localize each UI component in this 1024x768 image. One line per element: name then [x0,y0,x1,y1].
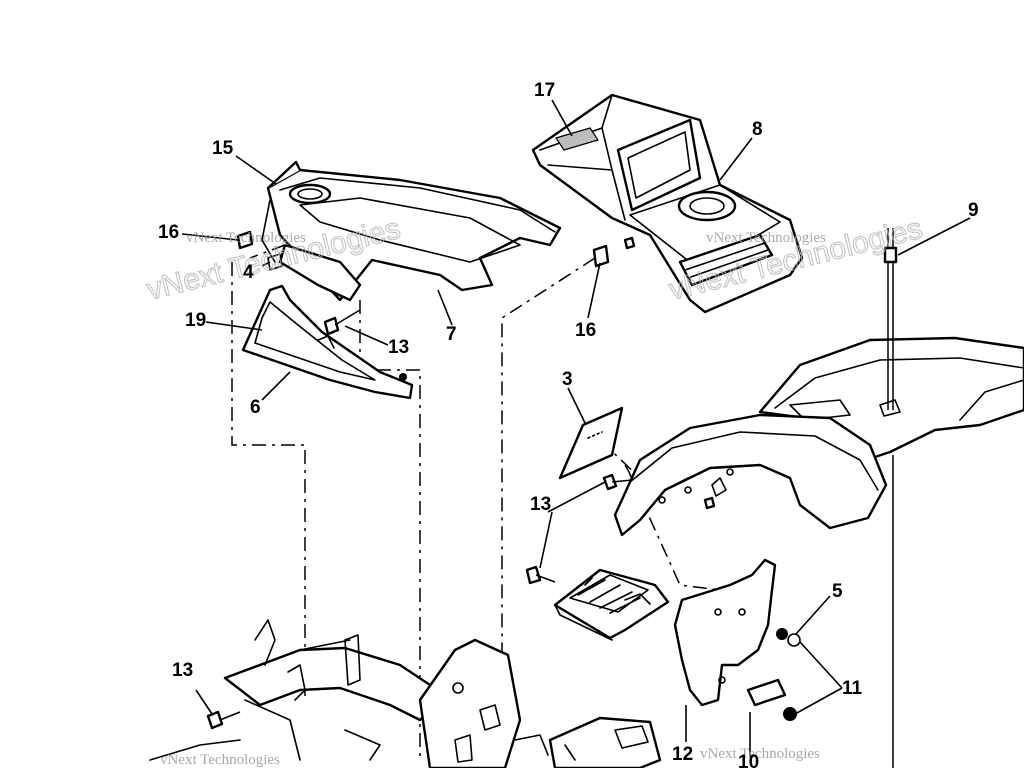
callout-15: 15 [212,138,234,159]
leader-lines [181,99,971,742]
tray-bracket [553,568,670,641]
callout-11: 11 [842,678,863,699]
callout-4: 4 [243,262,254,283]
fasteners [206,230,716,730]
rear-fender-assembly [613,336,1024,537]
trim-panel-part-6 [241,284,414,400]
chassis-frame [149,619,662,768]
callout-3: 3 [562,369,573,390]
callout-10: 10 [738,752,759,768]
dash-panel-part-7 [261,160,562,302]
callout-8: 8 [752,119,763,140]
callout-16-right: 16 [575,320,596,341]
mud-flap-part-12 [673,558,777,707]
nuts-and-washers [776,628,801,721]
watermark-small-4: vNext Technologies [160,752,280,768]
callout-labels: 17 8 15 16 4 7 16 9 19 13 6 3 13 5 11 13… [158,80,979,768]
steering-console-part-8 [531,93,804,314]
callout-16-left: 16 [158,222,179,243]
watermark-small-2: vNext Technologies [706,230,826,246]
callout-13-bottom: 13 [172,660,193,681]
decal-part-3 [558,406,624,480]
callout-9: 9 [968,200,979,221]
rod-part-9 [883,228,898,768]
callout-13-top: 13 [388,337,409,358]
watermark-small-3: vNext Technologies [700,746,820,762]
callout-5: 5 [832,581,843,602]
callout-12: 12 [672,744,693,765]
strap-part-10 [746,678,787,757]
watermark-small-1: vNext Technologies [186,230,306,246]
callout-7: 7 [446,324,457,345]
callout-19: 19 [185,310,206,331]
callout-17: 17 [534,80,555,101]
callout-6: 6 [250,397,261,418]
callout-13-middle: 13 [530,494,551,515]
